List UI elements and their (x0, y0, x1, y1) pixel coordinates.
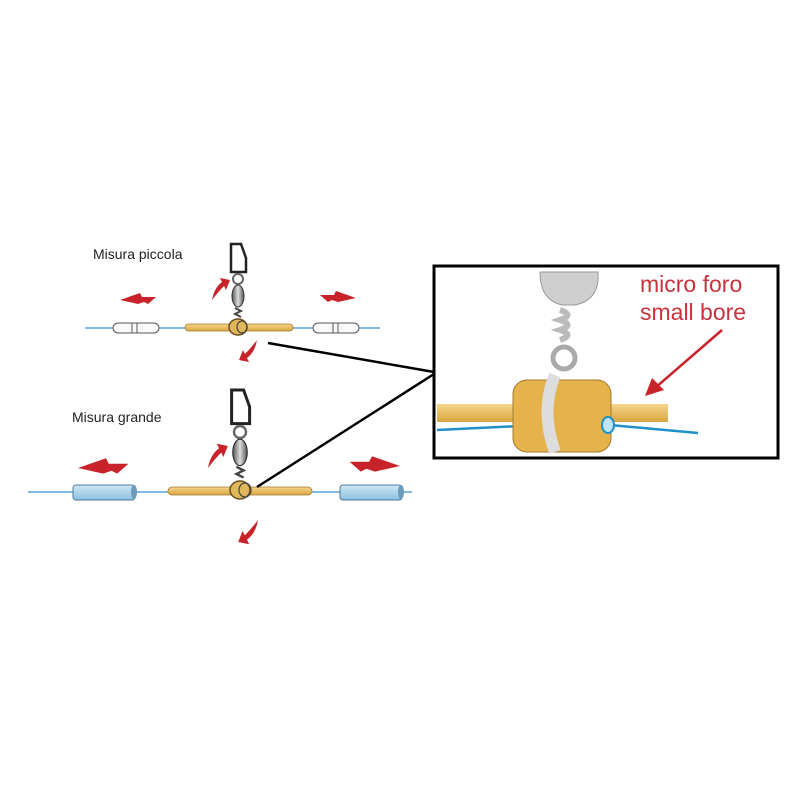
small-rig (85, 242, 380, 336)
curved-arrow-icon (208, 443, 228, 468)
curved-arrow-icon (239, 340, 257, 362)
small-size-label: Misura piccola (93, 246, 183, 262)
arrow-right-icon (120, 293, 156, 304)
arrow-left-icon (349, 456, 400, 472)
arrow-left-icon (320, 291, 356, 302)
callout-line (256, 372, 435, 489)
callout-line (267, 341, 435, 374)
arrow-right-icon (78, 458, 129, 474)
micro-bore-label-it: micro foro (640, 271, 742, 297)
curved-arrow-icon (238, 520, 258, 545)
large-rig (28, 388, 412, 501)
small-bore-label-en: small bore (640, 299, 746, 325)
curved-arrow-icon (212, 278, 230, 300)
large-size-label: Misura grande (72, 409, 162, 425)
inset-detail: micro foro small bore (432, 264, 780, 460)
pointer-arrow-icon (645, 329, 723, 396)
